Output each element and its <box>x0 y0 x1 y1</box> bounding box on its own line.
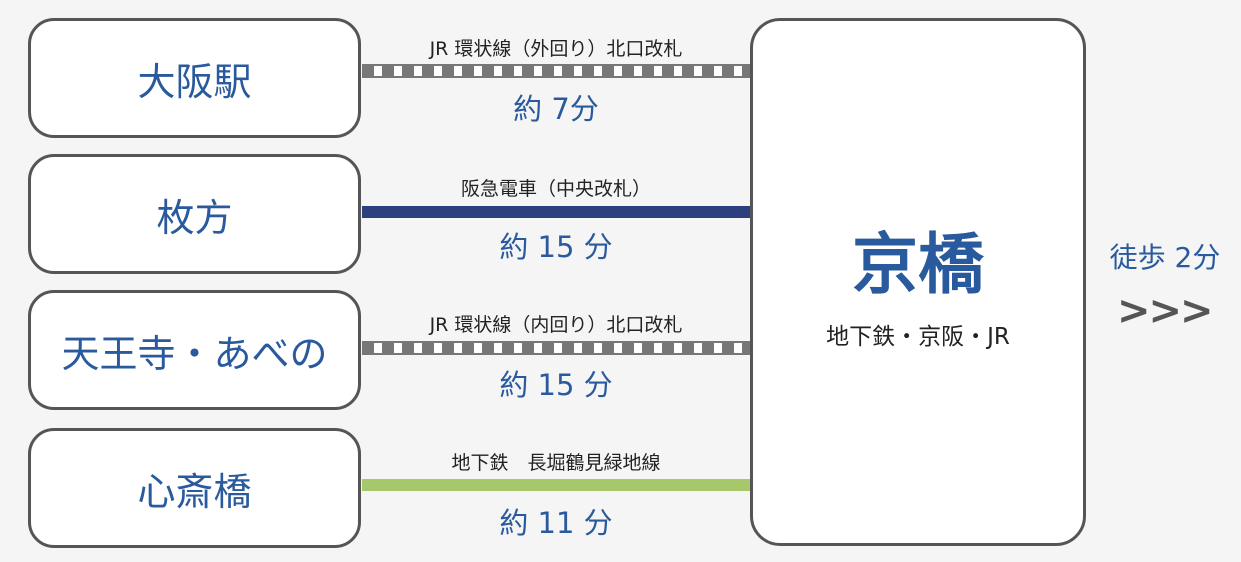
hub-kyobashi: 京橋 地下鉄・京阪・JR <box>750 18 1086 546</box>
line-label-hirakata: 阪急電車（中央改札） <box>460 178 651 200</box>
time-label-hirakata: 約 15 分 <box>499 230 613 264</box>
rail-jr-osaka <box>362 64 750 78</box>
station-name: 心斎橋 <box>137 469 252 514</box>
rail-nagahori <box>362 479 750 491</box>
station-name: 天王寺・あべの <box>61 331 328 376</box>
rail-hankyu <box>362 206 750 218</box>
time-label-osaka: 約 7分 <box>513 92 599 126</box>
walk-label: 徒歩 2分 <box>1109 241 1221 274</box>
line-label-shinsaibashi: 地下鉄 長堀鶴見緑地線 <box>451 452 661 474</box>
station-shinsaibashi: 心斎橋 <box>28 428 361 548</box>
station-name: 枚方 <box>156 195 233 240</box>
rail-jr-tennoji <box>362 341 750 355</box>
time-label-shinsaibashi: 約 11 分 <box>499 506 613 540</box>
station-name: 大阪駅 <box>137 59 252 104</box>
time-label-tennoji: 約 15 分 <box>499 368 613 402</box>
station-hirakata: 枚方 <box>28 154 361 274</box>
line-label-osaka: JR 環状線（外回り）北口改札 <box>429 38 683 60</box>
chevron-right-icon: >>> <box>1117 288 1214 334</box>
line-label-tennoji: JR 環状線（内回り）北口改札 <box>429 314 683 336</box>
station-tennoji: 天王寺・あべの <box>28 290 361 410</box>
hub-lines: 地下鉄・京阪・JR <box>826 324 1010 350</box>
station-osaka: 大阪駅 <box>28 18 361 138</box>
hub-name: 京橋 <box>852 226 984 303</box>
